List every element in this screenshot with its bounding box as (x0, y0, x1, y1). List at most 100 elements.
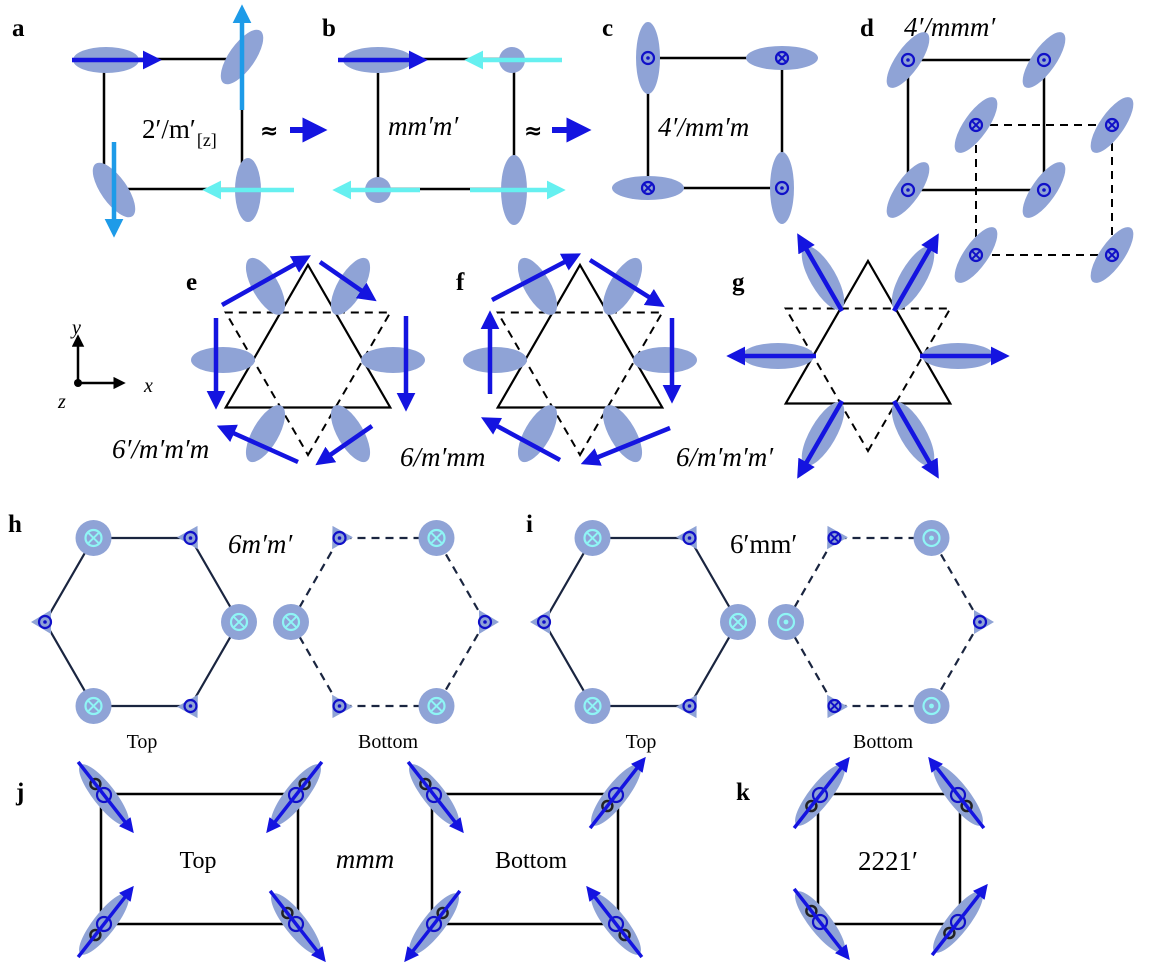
spin-arrow (892, 399, 939, 479)
small-site (827, 525, 848, 550)
out-of-plane-dot (776, 612, 796, 632)
out-of-plane-dot (536, 614, 552, 630)
panel-d-ellipses (886, 32, 1134, 283)
panel-j-spins (76, 756, 646, 963)
panel-b-label: b (322, 15, 336, 42)
spin-arrow (892, 233, 939, 313)
moment-circle-black (89, 777, 102, 791)
into-plane-cross (583, 528, 602, 548)
panel-g: g 6/m′m′m′ (676, 233, 1010, 479)
panel-g-spins (726, 233, 1010, 479)
panel-c-label: c (602, 15, 613, 42)
spin-arrow (588, 756, 646, 830)
small-site (676, 694, 697, 719)
out-of-plane-dot (922, 696, 941, 716)
into-plane-cross-lines (732, 616, 744, 628)
into-plane-cross-lines (430, 700, 443, 712)
into-plane-cross (84, 528, 103, 548)
spin-arrow (792, 756, 850, 830)
spin-arrow (586, 885, 644, 959)
into-plane-cross (1104, 247, 1120, 263)
spin-arrow (792, 887, 850, 961)
panel-h-symmetry: 6m′m′ (228, 529, 293, 559)
spin-arrow (315, 424, 374, 466)
into-plane-cross (281, 612, 301, 632)
spin-arrow (404, 889, 462, 963)
out-of-plane-dot (900, 52, 916, 68)
panel-a: a 2′/m′[z] ≈ (12, 4, 328, 238)
panel-i-bottom-layer (768, 519, 994, 725)
spin-ellipse (245, 257, 286, 315)
moment-circle-black (960, 799, 973, 813)
panel-c-symmetry: 4′/mm′m (658, 112, 749, 142)
into-plane-cross-lines (1107, 120, 1117, 130)
out-of-plane-dot (682, 698, 697, 714)
panel-e-label: e (186, 269, 197, 296)
spin-arrow (580, 425, 671, 466)
approx-sign: ≈ (524, 119, 542, 144)
small-site (177, 694, 198, 719)
moment-circle-black (805, 904, 818, 918)
axis-indicator: y x z (57, 317, 153, 413)
panel-i-top-caption: Top (626, 731, 657, 753)
kagome-solid-triangle (783, 258, 953, 405)
out-of-plane-dot-center (337, 704, 342, 708)
panel-h-bottom-layer (273, 519, 499, 725)
out-of-plane-dot-center (687, 536, 692, 540)
out-of-plane-dot-center (929, 535, 934, 541)
panel-j: j Top mmm Bottom (15, 756, 646, 963)
spin-ellipse (330, 257, 371, 315)
panel-j-symmetry: mmm (336, 844, 395, 874)
panel-k-symmetry: 2221′ (858, 846, 918, 876)
into-plane-cross-lines (971, 250, 981, 260)
moment-circle-blue (287, 786, 305, 804)
panel-k-label: k (736, 779, 750, 806)
panel-i-label: i (526, 511, 533, 538)
panel-h: h 6m′m′ Top Bottom (8, 511, 499, 753)
moment-circle-black (436, 906, 449, 920)
kagome-dashed-triangle (495, 311, 665, 458)
moment-circle-blue (811, 786, 829, 804)
moment-circle-blue (425, 786, 443, 804)
out-of-plane-dot-center (188, 536, 193, 540)
panel-i: i 6′mm′ Top Bottom (526, 511, 994, 753)
into-plane-cross (968, 117, 984, 133)
into-plane-cross (427, 696, 446, 716)
panel-j-top-caption: Top (180, 848, 217, 874)
out-of-plane-dot (477, 614, 493, 630)
z-axis-dot (74, 379, 82, 387)
moment-circle-blue (95, 786, 113, 804)
spin-ellipse (361, 347, 425, 373)
panel-b-symmetry: mm′m′ (388, 111, 459, 141)
out-of-plane-dot (922, 528, 941, 548)
out-of-plane-dot (183, 530, 198, 546)
into-plane-cross (583, 696, 602, 716)
spin-arrow (318, 260, 377, 302)
panel-e-symmetry: 6′/m′m′m (112, 434, 209, 464)
hexagon-dashed (784, 536, 982, 708)
moment-circle-blue (287, 915, 305, 933)
moment-circle-blue (95, 915, 113, 933)
spin-ellipse (602, 405, 643, 463)
into-plane-cross-lines (430, 532, 443, 544)
moment-circle-black (419, 777, 432, 791)
panel-f-kagome (495, 262, 665, 458)
x-axis-label: x (143, 375, 153, 397)
spin-arrow (797, 233, 844, 313)
moment-circle-blue (949, 913, 967, 931)
spin-arrow (928, 756, 986, 830)
spin-arrow (220, 255, 311, 307)
out-of-plane-dot-center (929, 703, 934, 709)
panel-i-symmetry: 6′mm′ (730, 529, 797, 559)
panel-h-bottom-caption: Bottom (358, 731, 418, 753)
panel-e-kagome (223, 262, 393, 458)
panel-g-symmetry: 6/m′m′m′ (676, 442, 774, 472)
panel-h-label: h (8, 511, 22, 538)
into-plane-cross (84, 696, 103, 716)
panel-d-top-cell (906, 58, 1046, 192)
spin-arrow (76, 760, 134, 834)
spin-arrow (216, 424, 299, 465)
small-site (530, 610, 550, 634)
spin-arrow (481, 417, 562, 462)
spin-ellipse (602, 257, 643, 315)
